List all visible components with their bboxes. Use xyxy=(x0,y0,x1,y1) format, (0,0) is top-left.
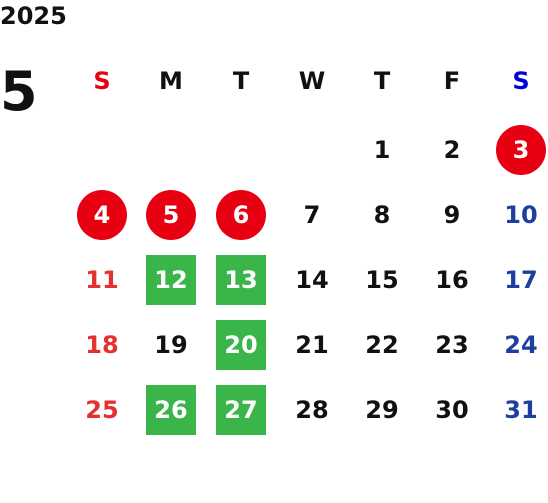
month-number: 5 xyxy=(0,60,38,123)
day-10[interactable]: 10 xyxy=(504,201,538,229)
day-22[interactable]: 22 xyxy=(365,331,399,359)
day-4[interactable]: 4 xyxy=(77,190,127,240)
day-3[interactable]: 3 xyxy=(496,125,546,175)
day-14[interactable]: 14 xyxy=(295,266,329,294)
weekday-header-wed: W xyxy=(298,67,326,95)
day-12[interactable]: 12 xyxy=(146,255,196,305)
day-26[interactable]: 26 xyxy=(146,385,196,435)
day-8[interactable]: 8 xyxy=(373,201,391,229)
day-7[interactable]: 7 xyxy=(303,201,321,229)
weekday-header-thu: T xyxy=(373,67,391,95)
day-5[interactable]: 5 xyxy=(146,190,196,240)
day-27[interactable]: 27 xyxy=(216,385,266,435)
day-25[interactable]: 25 xyxy=(85,396,119,424)
day-30[interactable]: 30 xyxy=(435,396,469,424)
year-label: 2025 xyxy=(0,2,67,30)
day-1[interactable]: 1 xyxy=(373,136,391,164)
day-28[interactable]: 28 xyxy=(295,396,329,424)
day-15[interactable]: 15 xyxy=(365,266,399,294)
weekday-header-mon: M xyxy=(159,67,183,95)
day-18[interactable]: 18 xyxy=(85,331,119,359)
day-23[interactable]: 23 xyxy=(435,331,469,359)
day-29[interactable]: 29 xyxy=(365,396,399,424)
day-2[interactable]: 2 xyxy=(443,136,461,164)
day-13[interactable]: 13 xyxy=(216,255,266,305)
weekday-header-tue: T xyxy=(232,67,250,95)
weekday-header-sat: S xyxy=(512,67,530,95)
weekday-header-fri: F xyxy=(443,67,461,95)
day-20[interactable]: 20 xyxy=(216,320,266,370)
day-21[interactable]: 21 xyxy=(295,331,329,359)
day-17[interactable]: 17 xyxy=(504,266,538,294)
weekday-header-sun: S xyxy=(93,67,111,95)
day-19[interactable]: 19 xyxy=(154,331,188,359)
day-24[interactable]: 24 xyxy=(504,331,538,359)
day-16[interactable]: 16 xyxy=(435,266,469,294)
day-6[interactable]: 6 xyxy=(216,190,266,240)
day-9[interactable]: 9 xyxy=(443,201,461,229)
day-11[interactable]: 11 xyxy=(85,266,119,294)
day-31[interactable]: 31 xyxy=(504,396,538,424)
